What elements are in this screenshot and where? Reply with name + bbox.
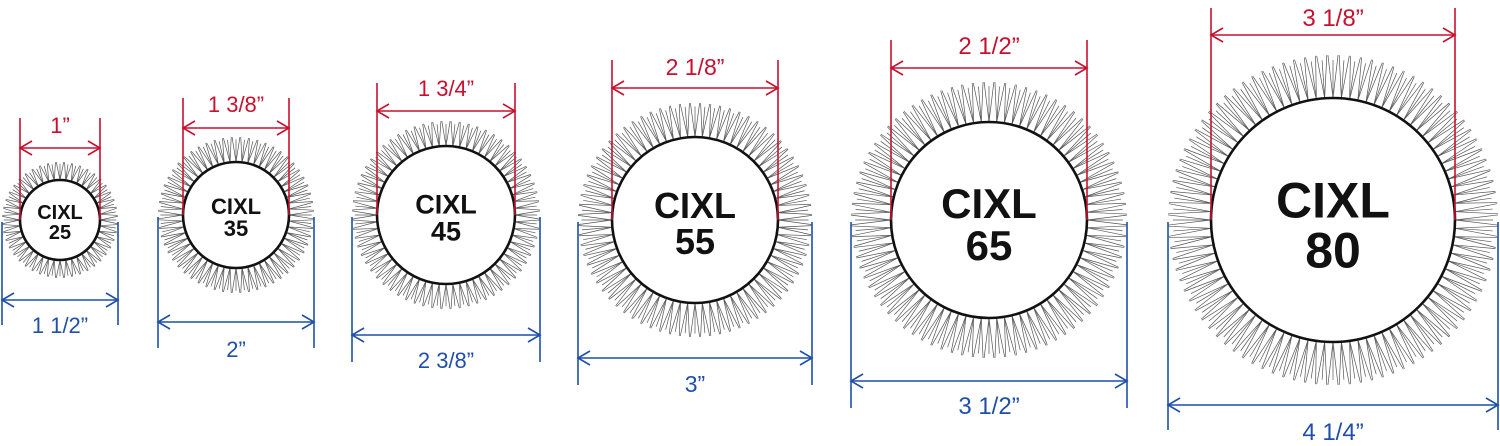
model-name: CIXL bbox=[37, 202, 83, 224]
model-name: CIXL bbox=[654, 185, 736, 226]
inner-diameter-arrow bbox=[375, 103, 517, 119]
outer-diameter-label: 2” bbox=[226, 337, 246, 362]
inner-diameter-arrow bbox=[889, 60, 1089, 76]
model-name: CIXL bbox=[941, 180, 1037, 227]
outer-diameter-label: 1 1/2” bbox=[32, 313, 88, 338]
inner-diameter-label: 1 3/4” bbox=[418, 76, 474, 101]
model-name: CIXL bbox=[415, 190, 477, 220]
inner-diameter-arrow bbox=[181, 120, 291, 136]
bristles bbox=[578, 103, 812, 337]
bristles bbox=[2, 162, 118, 278]
inner-diameter-label: 1 3/8” bbox=[208, 92, 264, 117]
model-number: 25 bbox=[49, 222, 71, 244]
model-name: CIXL bbox=[1276, 173, 1390, 229]
outer-diameter-label: 4 1/4” bbox=[1302, 419, 1363, 446]
inner-diameter-label: 2 1/8” bbox=[666, 54, 725, 80]
bristles bbox=[1168, 55, 1498, 385]
model-number: 35 bbox=[224, 216, 248, 241]
model-name: CIXL bbox=[211, 194, 261, 219]
model-number: 45 bbox=[431, 217, 461, 247]
bristles bbox=[352, 121, 540, 309]
outer-diameter-arrow bbox=[576, 350, 814, 366]
outer-diameter-label: 3” bbox=[685, 371, 705, 397]
inner-diameter-arrow bbox=[18, 140, 102, 156]
inner-diameter-label: 3 1/8” bbox=[1302, 5, 1363, 32]
inner-diameter-arrow bbox=[610, 80, 780, 96]
outer-diameter-arrow bbox=[350, 327, 542, 343]
outer-diameter-label: 2 3/8” bbox=[418, 348, 474, 373]
outer-diameter-arrow bbox=[156, 314, 316, 330]
outer-diameter-arrow bbox=[849, 373, 1129, 389]
outer-diameter-label: 3 1/2” bbox=[958, 393, 1019, 420]
inner-diameter-arrow bbox=[1209, 27, 1457, 43]
outer-diameter-arrow bbox=[0, 292, 120, 308]
model-number: 80 bbox=[1305, 223, 1361, 279]
model-number: 65 bbox=[966, 222, 1013, 269]
bristles bbox=[851, 82, 1127, 358]
model-number: 55 bbox=[675, 221, 715, 262]
bristles bbox=[158, 137, 314, 293]
inner-diameter-label: 2 1/2” bbox=[958, 33, 1019, 60]
outer-diameter-arrow bbox=[1166, 397, 1500, 413]
inner-diameter-label: 1” bbox=[50, 113, 70, 138]
